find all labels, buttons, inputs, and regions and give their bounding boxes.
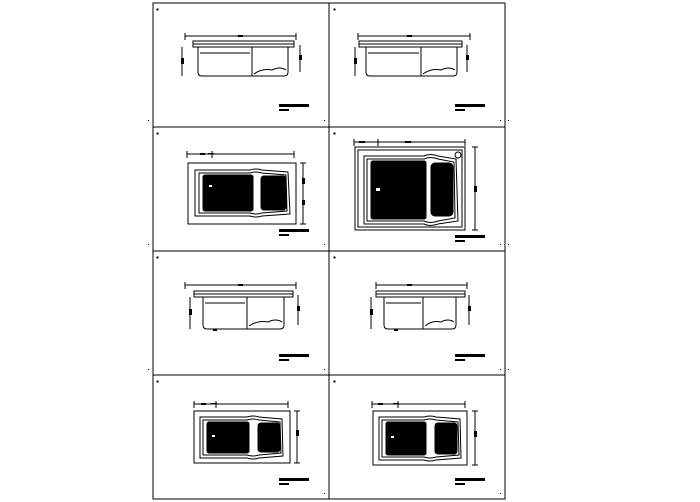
panel-5-elevation — [156, 256, 325, 370]
panel-2-elevation — [333, 8, 501, 121]
panel-1-elevation — [156, 8, 325, 121]
panel-7-plan — [156, 380, 325, 494]
panel-6-elevation — [333, 256, 501, 370]
sheet-tick-marks — [148, 120, 509, 370]
panel-8-plan — [333, 380, 501, 494]
panel-4-plan-large — [333, 132, 501, 245]
panel-3-plan — [156, 132, 325, 245]
sheet-frame — [152, 2, 506, 500]
